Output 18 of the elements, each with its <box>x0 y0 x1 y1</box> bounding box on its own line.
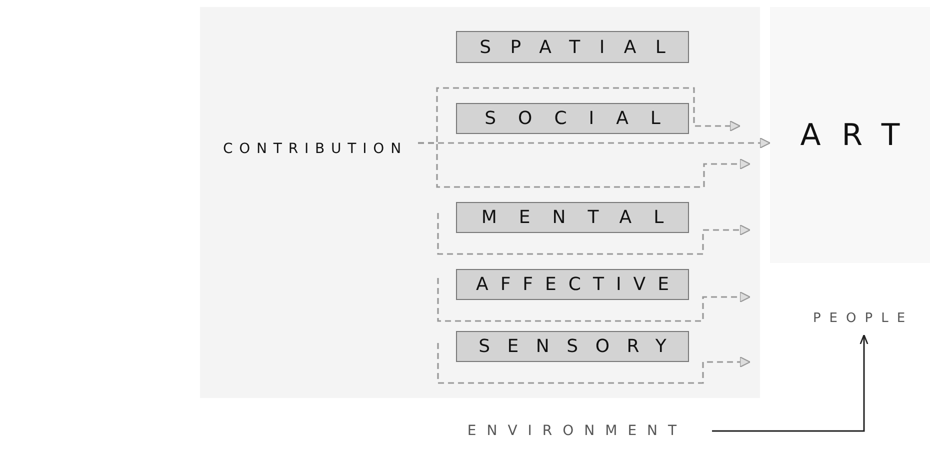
people-label: PEOPLE <box>812 310 914 326</box>
art-panel <box>770 7 930 263</box>
environment-label: ENVIRONMENT <box>467 423 688 439</box>
category-label: MENTAL <box>481 207 686 228</box>
arrow <box>712 334 868 432</box>
category-box <box>456 269 689 300</box>
panel-background <box>200 7 760 398</box>
category-label: SPATIAL <box>480 36 685 58</box>
dashed-arrow <box>418 142 751 188</box>
contribution-label: CONTRIBUTION <box>222 141 408 157</box>
category-box <box>456 31 689 63</box>
category-box <box>456 331 689 362</box>
category-label: AFFECTIVE <box>476 274 681 295</box>
category-box <box>456 103 689 134</box>
art-label: ART <box>800 118 921 152</box>
category-box <box>456 202 689 233</box>
category-label: SOCIAL <box>484 108 682 129</box>
category-label: SENSORY <box>478 336 684 357</box>
